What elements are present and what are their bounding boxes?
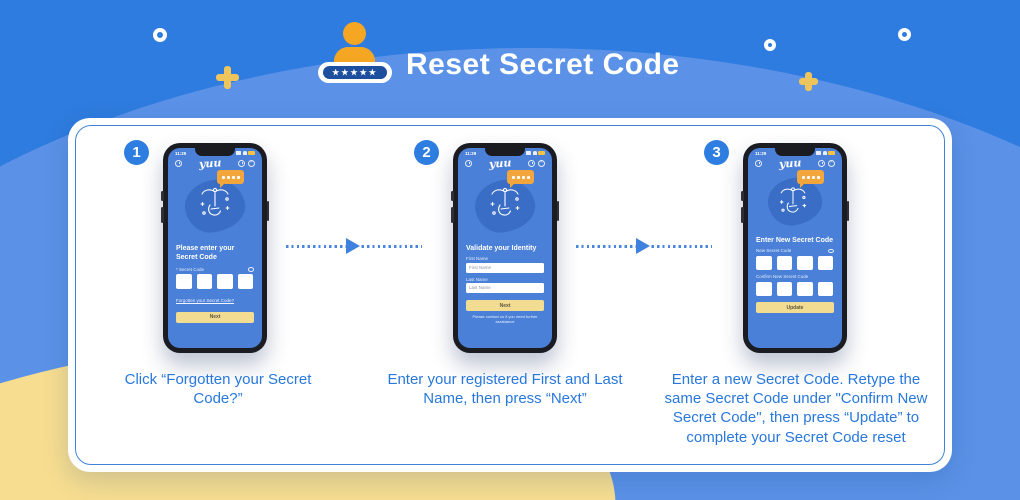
step-arrow-icon [576,237,712,255]
first-name-label: First Name [466,256,489,262]
settings-icon[interactable] [755,159,762,167]
clock-time: 11:29 [465,150,477,156]
app-bar: yuu [748,155,842,171]
wifi-icon [532,151,537,155]
battery-icon [538,151,545,155]
caduceus-illustration [458,170,552,242]
settings-icon[interactable] [465,159,472,167]
next-button[interactable]: Next [466,300,544,312]
phone-side-button [451,191,454,201]
signal-icon [526,151,531,155]
page-title: Reset Secret Code [406,48,680,81]
hand-caduceus-icon [779,187,807,213]
phone-side-button [161,207,164,223]
donut-decor-icon [764,39,776,51]
status-bar: 11:29 [748,148,842,156]
password-stars: ★★★★★ [323,66,387,79]
phone-step-2: 11:29 yuu [451,143,559,353]
phone-notch [485,148,525,156]
status-bar: 11:29 [168,148,262,156]
yuu-logo: yuu [198,155,222,171]
battery-icon [248,151,255,155]
phone-side-button [266,201,269,221]
secret-code-hero-icon: ★★★★★ [316,18,396,88]
app-bar: yuu [458,155,552,171]
history-icon[interactable] [817,159,825,167]
new-secret-code-inputs[interactable] [756,255,834,271]
clock-time: 11:29 [175,150,187,156]
password-pill-icon: ★★★★★ [318,62,392,83]
code-bubble-icon [797,170,824,188]
phone-side-button [161,191,164,201]
secret-code-inputs[interactable] [176,274,254,289]
steps-card: 1 2 3 11:29 yuu [68,118,952,472]
code-bubble-icon [217,170,244,188]
battery-icon [828,151,835,155]
step-number-badge: 3 [704,140,729,165]
step-number-badge: 2 [414,140,439,165]
screen-heading: Validate your Identity [466,245,537,252]
signal-icon [816,151,821,155]
yuu-logo: yuu [778,155,802,171]
step-caption: Click “Forgotten your Secret Code?” [124,371,312,408]
wifi-icon [822,151,827,155]
close-icon[interactable] [537,159,545,167]
phone-screen: 11:29 yuu [458,148,552,348]
last-name-label: Last Name [466,276,488,282]
new-secret-code-label: New Secret Code [756,248,792,254]
caduceus-illustration [748,170,842,234]
app-bar: yuu [168,155,262,171]
update-button[interactable]: Update [756,302,834,314]
clock-time: 11:29 [755,150,767,156]
phone-side-button [741,207,744,223]
donut-decor-icon [898,28,911,41]
code-bubble-icon [507,170,534,188]
close-icon[interactable] [247,159,255,167]
last-name-input[interactable]: Last Name [466,283,544,294]
step-arrow-icon [286,237,422,255]
phone-side-button [451,207,454,223]
wifi-icon [242,151,247,155]
hand-caduceus-icon [200,187,230,216]
secret-code-label: * Secret Code [176,266,205,272]
assistance-footnote: Please contact us if you need further as… [472,314,538,325]
step-caption: Enter your registered First and Last Nam… [387,371,623,408]
signal-icon [236,151,241,155]
confirm-secret-code-label: Confirm New Secret Code [756,274,809,280]
phone-side-button [556,201,559,221]
phone-notch [775,148,815,156]
phone-side-button [741,191,744,201]
next-button[interactable]: Next [176,311,254,323]
status-bar: 11:29 [458,148,552,156]
step-caption: Enter a new Secret Code. Retype the same… [664,371,928,446]
confirm-secret-code-inputs[interactable] [756,281,834,297]
donut-decor-icon [153,28,167,42]
history-icon[interactable] [527,159,535,167]
phone-step-3: 11:29 yuu [741,143,849,353]
yuu-logo: yuu [488,155,512,171]
history-icon[interactable] [237,159,245,167]
first-name-input[interactable]: First Name [466,262,544,273]
plus-decor-icon [799,72,818,91]
caduceus-illustration [168,170,262,242]
person-head-icon [343,22,366,45]
hand-caduceus-icon [490,187,520,216]
phone-notch [195,148,235,156]
forgotten-code-link[interactable]: Forgotten your Secret Code? [176,297,235,303]
phone-step-1: 11:29 yuu [161,143,269,353]
settings-icon[interactable] [175,159,182,167]
eye-icon[interactable] [828,248,834,254]
screen-heading: Enter New Secret Code [756,237,834,244]
plus-decor-icon [216,66,239,89]
eye-icon[interactable] [248,267,254,272]
step-number-badge: 1 [124,140,149,165]
phone-side-button [846,201,849,221]
phone-screen: 11:29 yuu [168,148,262,348]
screen-heading: Please enter your Secret Code [176,245,235,262]
close-icon[interactable] [827,159,835,167]
phone-screen: 11:29 yuu [748,148,842,348]
